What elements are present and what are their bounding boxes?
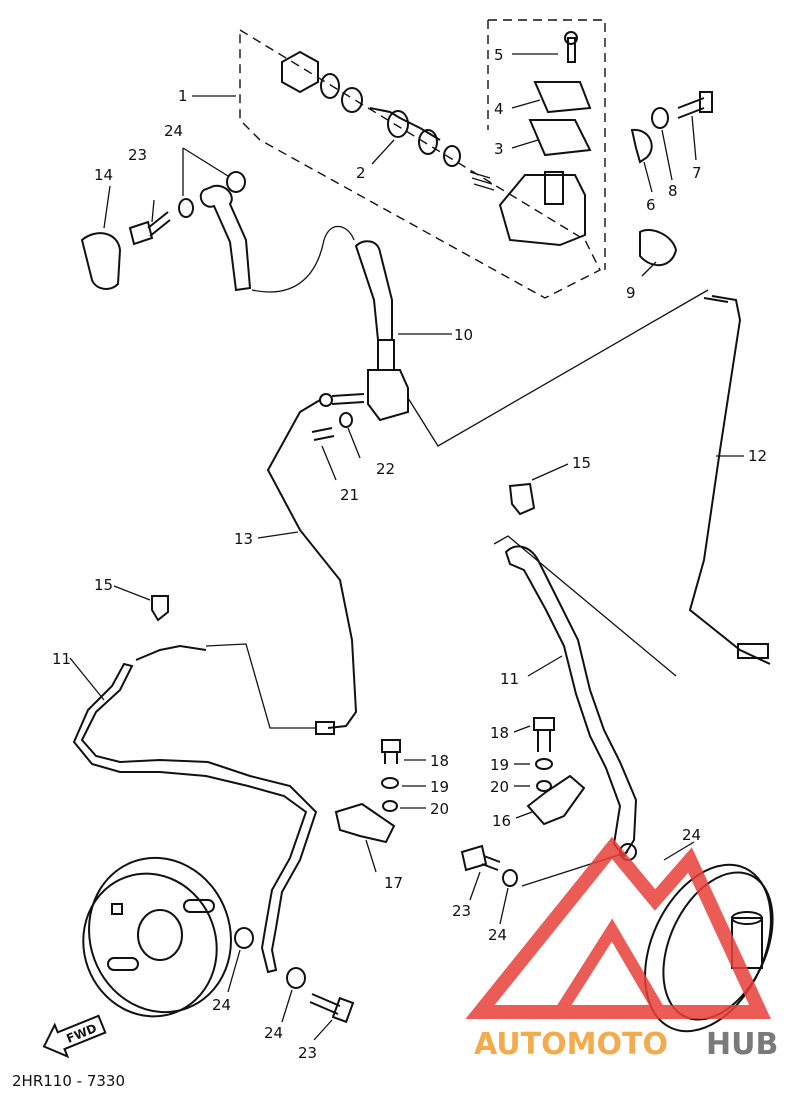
callout-15-right: 15 [572, 454, 591, 472]
callout-14: 14 [94, 166, 113, 184]
callout-23-mid: 23 [452, 902, 471, 920]
callout-6: 6 [646, 196, 656, 214]
callout-23-top: 23 [128, 146, 147, 164]
callout-1: 1 [178, 87, 188, 105]
callout-16: 16 [492, 812, 511, 830]
callout-19-right: 19 [490, 756, 509, 774]
callout-24-bottom-left: 24 [212, 996, 231, 1014]
callout-15-left: 15 [94, 576, 113, 594]
callout-24-bottom: 24 [264, 1024, 283, 1042]
callout-2: 2 [356, 164, 366, 182]
fwd-arrow: FWD [42, 1014, 107, 1059]
watermark: AUTOMOTO HUB [465, 836, 778, 1062]
callout-21: 21 [340, 486, 359, 504]
callout-11-right: 11 [500, 670, 519, 688]
callout-19-left: 19 [430, 778, 449, 796]
callout-18-left: 18 [430, 752, 449, 770]
callout-24-top: 24 [164, 122, 183, 140]
callout-11-left: 11 [52, 650, 71, 668]
bolt-stacks-and-clamps [334, 717, 586, 887]
callout-12: 12 [748, 447, 767, 465]
callout-3: 3 [494, 140, 504, 158]
callout-18-right: 18 [490, 724, 509, 742]
callout-24-mid: 24 [488, 926, 507, 944]
upper-hose-fittings [80, 171, 355, 293]
callout-7: 7 [692, 164, 702, 182]
right-brake-disc [644, 863, 774, 1033]
callout-23-bottom: 23 [298, 1044, 317, 1062]
callout-4: 4 [494, 100, 504, 118]
diagram-code: 2HR110 - 7330 [12, 1072, 125, 1090]
callout-20-right: 20 [490, 778, 509, 796]
callout-13: 13 [234, 530, 253, 548]
watermark-text-left: AUTOMOTO [474, 1027, 668, 1062]
callout-labels: 1 2 3 4 5 6 7 8 9 10 11 11 12 13 14 15 1… [52, 46, 767, 1062]
watermark-logo [465, 836, 771, 1019]
right-hose-11 [493, 482, 677, 887]
callout-17: 17 [384, 874, 403, 892]
brake-pipe-13 [266, 399, 358, 735]
watermark-text-right: HUB [706, 1027, 778, 1062]
callout-22: 22 [376, 460, 395, 478]
leader-lines [69, 53, 744, 1041]
left-brake-disc [82, 856, 232, 1018]
brake-pipe-12 [688, 295, 771, 665]
callout-5: 5 [494, 46, 504, 64]
callout-9: 9 [626, 284, 636, 302]
callout-8: 8 [668, 182, 678, 200]
callout-20-left: 20 [430, 800, 449, 818]
left-hose-11 [72, 595, 355, 1024]
master-cylinder-assembly [239, 19, 713, 299]
callout-10: 10 [454, 326, 473, 344]
callout-24-right: 24 [682, 826, 701, 844]
hose-10-and-joint [311, 240, 709, 447]
